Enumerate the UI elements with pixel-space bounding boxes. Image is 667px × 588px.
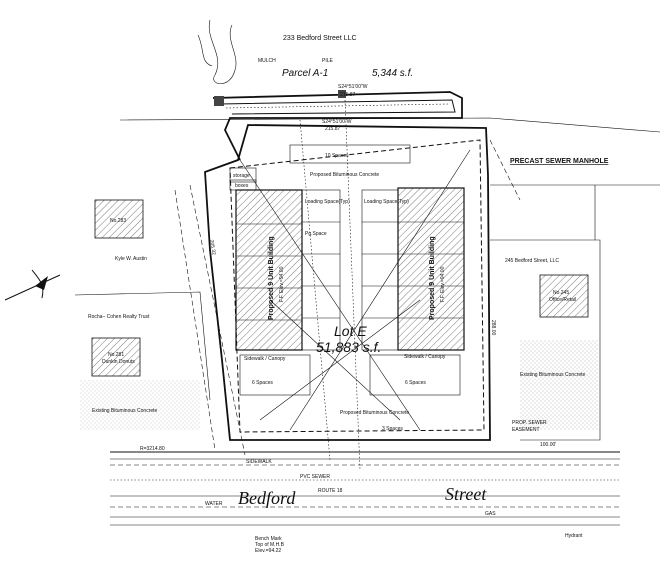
parking-grid [229,144,461,396]
pile-marker-icon [214,96,224,106]
proposed-bituminous-bottom: Proposed Bituminous Concrete [340,410,409,416]
sidewalk-label: SIDEWALK [246,459,272,465]
manhole-marker-icon [338,90,346,98]
precast-manhole-label: PRECAST SEWER MANHOLE [510,158,609,165]
sidewalk-right-label: Sidewalk / Canopy [404,354,446,360]
existing-bituminous-left: Existing Bituminous Concrete [92,408,158,414]
gas-label: GAS [485,511,496,517]
existing-paving-right [520,340,598,430]
right-owner-label: 245 Bedford Street, LLC [505,258,559,264]
street-name-b: Street [445,484,487,504]
r-value-label: R=3214.80 [140,446,165,452]
lot-area-label: 51,883 s.f. [316,339,381,355]
building-no283 [94,199,144,239]
spaces-3-label: 3 Spaces [382,426,403,432]
side-right-dist: 288.00 [490,320,496,336]
boxes-label: boxes [235,183,249,189]
utility-lines [174,99,521,471]
top-neighbor-area [119,19,661,133]
building-left-elev: F.F. Elev.=94.00 [279,266,285,302]
spaces-6a-label: 6 Spaces [252,380,273,386]
loading-left-label: Loading Space(Typ) [305,199,350,205]
no283-label: No.283 [110,218,126,224]
water-label: WATER [205,501,223,507]
building-right-elev: F.F. Elev.=94.00 [440,266,446,302]
benchmark-label-2: Top of M.H.B [255,542,285,548]
route-label: ROUTE 18 [318,488,343,494]
dist-inner-label: 215.87 [325,126,341,132]
pile-label: PILE [322,58,334,64]
no245-use-label: Office/Retail [549,297,576,303]
building-right-label: Proposed 9 Unit Building [429,236,436,320]
pg-space-label: Pg.Space [305,231,327,237]
benchmark-label-3: Elev.=94.22 [255,548,281,554]
parcel-area-label: 5,344 s.f. [372,68,413,79]
neighbor-lots [74,184,660,441]
hydrant-label: Hydrant [565,533,583,539]
parcel-a1-strip [212,90,463,161]
spaces-10-label: 10 Spaces [325,153,349,159]
proposed-building-left [235,189,303,351]
spaces-6b-label: 6 Spaces [405,380,426,386]
pvc-sewer-label: PVC SEWER [300,474,330,480]
existing-bituminous-right: Existing Bituminous Concrete [520,372,586,378]
building-no245 [539,274,589,318]
no245-label: No.245 [553,290,569,296]
dist-bottom-label: 100.00' [540,442,556,448]
no281-label: No.281 [108,352,124,358]
proposed-bituminous-top: Proposed Bituminous Concrete [310,172,379,178]
building-left-label: Proposed 9 Unit Building [268,236,275,320]
sidewalk-left-label: Sidewalk / Canopy [244,356,286,362]
dist-top-label: 215.87 [340,92,356,98]
benchmark-label-1: Bench Mark [255,536,282,542]
building-no281 [91,337,141,377]
no281-use-label: Dunkin Donuts [102,359,135,365]
loading-right-label: Loading Space(Typ) [364,199,409,205]
parcel-label: Parcel A-1 [282,68,328,79]
north-arrow-icon [4,269,61,301]
existing-paving-left [80,380,200,430]
mulch-label: MULCH [258,58,276,64]
bearing-top-label: S24°51'00"W [338,84,368,90]
side-left-dist: 205.32 [208,239,217,255]
easement-label: EASEMENT [512,427,540,433]
bearing-inner-label: S24°51'00"W [322,119,352,125]
street-name-a: Bedford [238,488,296,508]
rocha-cohen-label: Rocha– Cohen Realty Trust [88,314,150,320]
kyle-austin-label: Kyle W. Austin [115,256,147,262]
lot-e-label: Lot E [334,323,367,339]
prop-sewer-label: PROP. SEWER [512,420,547,426]
storage-label: storage [233,173,250,179]
top-owner-label: 233 Bedford Street LLC [283,35,357,42]
bedford-street [110,451,620,526]
proposed-building-right [397,187,465,351]
